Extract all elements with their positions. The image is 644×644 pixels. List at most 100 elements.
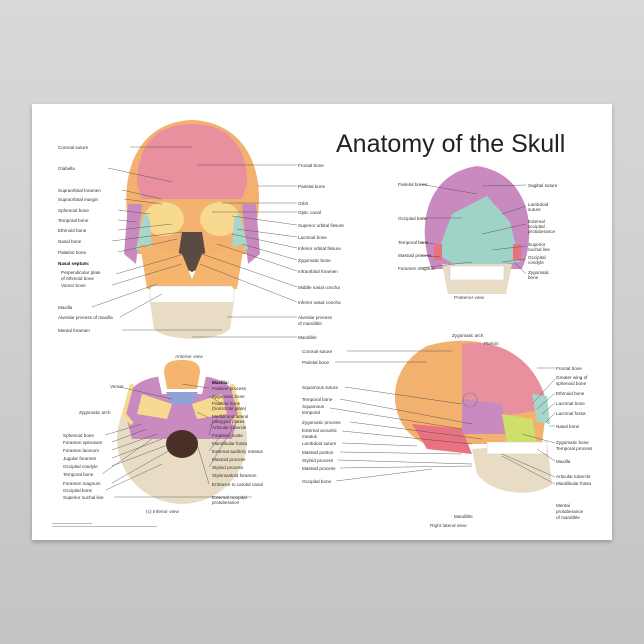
label: Alveolar process of maxilla bbox=[58, 315, 113, 320]
label: Inferior nasal concha bbox=[298, 300, 341, 305]
label: Mastoid process bbox=[212, 457, 246, 462]
label: sphenoid bone bbox=[556, 381, 587, 386]
label: Articular tubercle bbox=[556, 474, 591, 479]
label: suture bbox=[528, 207, 541, 212]
label: Mandibular fossa bbox=[556, 481, 591, 486]
label: Maxilla bbox=[58, 305, 73, 310]
label: Alveolar process bbox=[298, 315, 332, 320]
inferior-skull-illustration bbox=[117, 354, 247, 504]
label: Orbit bbox=[298, 201, 308, 206]
label: External auditory meatus bbox=[212, 449, 263, 454]
credit-line bbox=[52, 523, 92, 524]
label: Styloid process bbox=[212, 465, 244, 470]
label: Temporal bone bbox=[302, 397, 333, 402]
label: Lacrimal bone bbox=[298, 235, 327, 240]
label: Zygomatic bone bbox=[298, 258, 331, 263]
label: External bbox=[528, 219, 545, 224]
label: Sphenoid bone bbox=[58, 208, 89, 213]
label: Sphenoid bone bbox=[63, 433, 94, 438]
label: Squamous suture bbox=[302, 385, 339, 390]
label: Temporal bone bbox=[58, 218, 89, 223]
poster-title: Anatomy of the Skull bbox=[336, 130, 566, 158]
label: occipital bbox=[528, 224, 545, 229]
label: Zygomatic bone bbox=[556, 440, 589, 445]
anterior-view-caption: Anterior view bbox=[175, 355, 203, 360]
label: Mental bbox=[556, 503, 570, 508]
label: Perpendicular plate bbox=[61, 270, 101, 275]
label: Occipital bone bbox=[63, 488, 93, 493]
label: Lacrimal bone bbox=[556, 401, 585, 406]
skull-illustrations bbox=[91, 120, 556, 504]
label: Parietal bone bbox=[302, 360, 330, 365]
label: Nasal bone bbox=[58, 239, 82, 244]
label: meatus bbox=[302, 434, 318, 439]
label: Lambdoid bbox=[528, 202, 549, 207]
label: Foramen ovale bbox=[212, 433, 243, 438]
label: Superior orbital fissure bbox=[298, 223, 344, 228]
label: Foramen spinosum bbox=[63, 440, 103, 445]
label-heading: Maxilla: bbox=[212, 380, 229, 385]
label: Occipital bbox=[528, 255, 546, 260]
label: Medial and lateral bbox=[212, 414, 249, 419]
label: Temporal bone bbox=[63, 472, 94, 477]
credit-line bbox=[52, 526, 157, 527]
label: protuberance bbox=[528, 229, 556, 234]
label: Parietal bones bbox=[398, 182, 428, 187]
label: nuchal line bbox=[528, 247, 550, 252]
label: Mandible bbox=[454, 514, 473, 519]
label: Frontal bone bbox=[298, 163, 324, 168]
label: of mandible bbox=[298, 321, 322, 326]
label: Greater wing of bbox=[556, 375, 588, 380]
label: Inferior orbital fissure bbox=[298, 246, 341, 251]
label: Supraorbital margin bbox=[58, 197, 99, 202]
label: pterygoid plates bbox=[212, 419, 245, 424]
label: External occipital bbox=[212, 495, 247, 500]
label: Vomer bone bbox=[61, 283, 86, 288]
label: protuberance bbox=[556, 509, 584, 514]
label: Temporal process bbox=[556, 446, 593, 451]
label: Vomer bbox=[110, 384, 124, 389]
label: Stylomastoid foramen bbox=[212, 473, 257, 478]
label: Entrance to carotid canal bbox=[212, 482, 263, 487]
label: Zygomatic arch bbox=[452, 333, 484, 338]
label: Occipital bone bbox=[398, 216, 428, 221]
label: Lambdoid suture bbox=[302, 441, 337, 446]
label: Pterion bbox=[484, 341, 499, 346]
label: Ethmoid bone bbox=[58, 228, 87, 233]
label: Maxilla bbox=[556, 459, 571, 464]
label: Mandible bbox=[298, 335, 317, 340]
label: Infraorbital foramen bbox=[298, 269, 338, 274]
label-heading: Nasal septum: bbox=[58, 261, 90, 266]
label: Squamous bbox=[302, 404, 324, 409]
skull-anatomy-poster: Anatomy of the Skull Coronal suture Glab… bbox=[32, 104, 612, 540]
label: Coronal suture bbox=[302, 349, 333, 354]
label: Palatine bone bbox=[212, 401, 241, 406]
label: Articular tubercle bbox=[212, 425, 247, 430]
label: Nasal bone bbox=[556, 424, 580, 429]
label: External acoustic bbox=[302, 428, 337, 433]
label: (horizontal plate) bbox=[212, 406, 247, 411]
label: protuberance bbox=[212, 500, 240, 505]
label: Zygomatic process bbox=[302, 420, 341, 425]
lateral-view-caption: Right lateral view bbox=[430, 524, 467, 529]
label: Parietal bone bbox=[298, 184, 326, 189]
label: Palatine bone bbox=[58, 250, 87, 255]
label: Styloid process bbox=[302, 458, 334, 463]
lateral-skull-illustration bbox=[394, 340, 552, 493]
label: bone bbox=[528, 275, 539, 280]
label: Occipital bone bbox=[302, 479, 332, 484]
label: Supraorbital foramen bbox=[58, 188, 101, 193]
posterior-skull-illustration bbox=[424, 166, 530, 294]
label: Zygomatic bone bbox=[212, 394, 245, 399]
label: Jugular foramen bbox=[63, 456, 97, 461]
label: Superior nuchal line bbox=[63, 495, 104, 500]
label: Mastoid process bbox=[302, 466, 336, 471]
label: of mandible bbox=[556, 515, 580, 520]
label: Sagittal suture bbox=[528, 183, 558, 188]
posterior-view-caption: Posterior view bbox=[454, 296, 485, 301]
label: Foramen magnum bbox=[63, 481, 101, 486]
label: Mental foramen bbox=[58, 328, 90, 333]
label: Foramen lacerum bbox=[63, 448, 99, 453]
label: Mandibular fossa bbox=[212, 441, 247, 446]
label: Zygomatic bbox=[528, 270, 550, 275]
